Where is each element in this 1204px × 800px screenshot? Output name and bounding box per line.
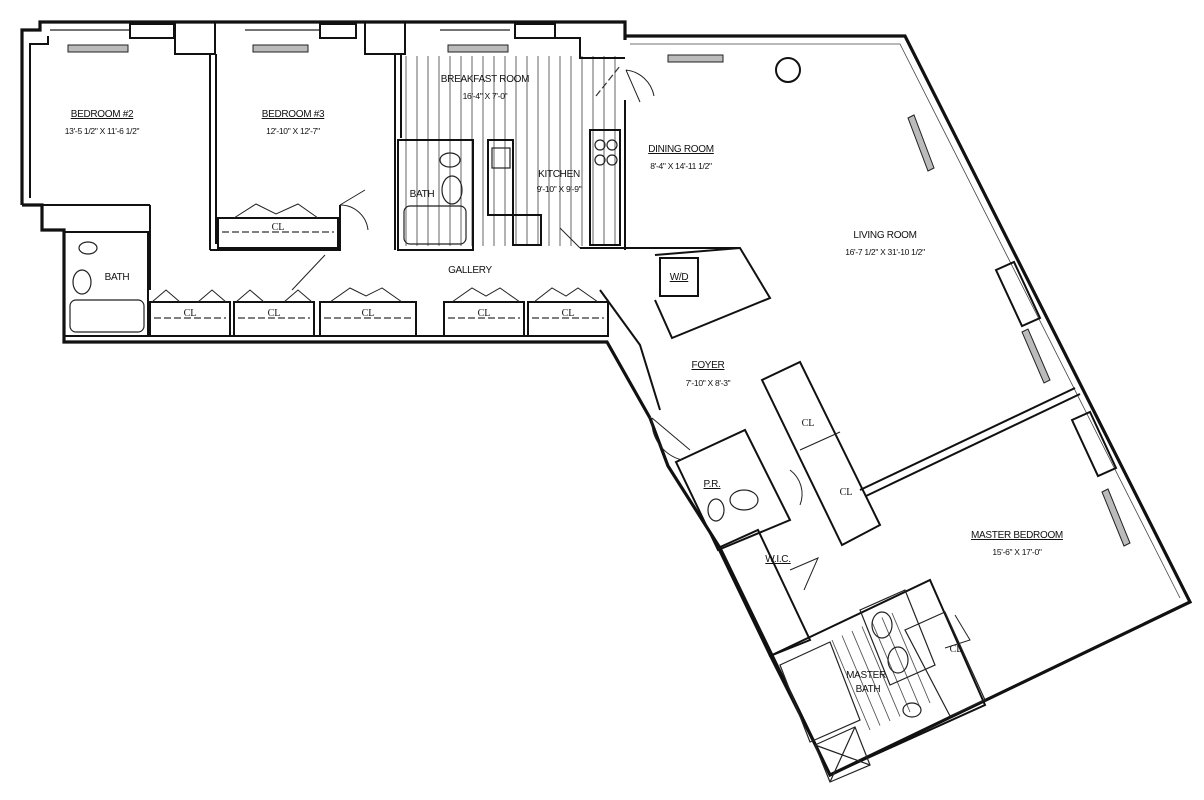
room-name-kitchen: KITCHEN [538,169,580,180]
label-closet: CL [272,222,285,233]
label-closet: CL [840,487,853,498]
floor-stripe [831,639,871,731]
label-bath-hall: BATH [410,189,435,200]
windows [50,21,1131,547]
label-closet: CL [478,308,491,319]
label-powder-room: P.R. [704,479,721,490]
label-closet: CL [950,644,963,655]
label-closet: CL [268,308,281,319]
room-dim-kitchen: 9'-10" X 9'-9" [537,184,582,194]
room-dim-master: 15'-6" X 17'-0" [992,547,1041,557]
label-wic: W.I.C. [765,554,790,565]
room-name-bedroom3: BEDROOM #3 [262,109,325,120]
gallery-closets [149,203,609,337]
room-dim-bedroom2: 13'-5 1/2" X 11'-6 1/2" [65,126,140,136]
label-bath-left: BATH [105,272,130,283]
room-name-dining: DINING ROOM [648,144,714,155]
room-name-bedroom2: BEDROOM #2 [71,109,134,120]
label-closet: CL [802,418,815,429]
label-wd: W/D [670,272,689,283]
interior-walls [22,54,1081,783]
master-bath-floor-pattern [831,612,931,731]
room-name-living: LIVING ROOM [853,230,916,241]
floor-stripe [881,617,921,708]
room-name-breakfast: BREAKFAST ROOM [441,74,529,85]
label-closet: CL [562,308,575,319]
floor-stripe [871,621,911,713]
fixtures [69,57,922,718]
room-dim-bedroom3: 12'-10" X 12'-7" [266,126,320,136]
room-dim-breakfast: 16'-4" X 7'-0" [463,91,508,101]
room-dim-living: 16'-7 1/2" X 31'-10 1/2" [845,247,925,257]
room-name-master: MASTER BEDROOM [971,530,1063,541]
label-closet: CL [184,308,197,319]
label-master-bath-2: BATH [856,684,881,695]
exterior-walls [20,20,1193,778]
floor-stripe [841,635,881,726]
label-gallery: GALLERY [448,265,492,276]
room-name-foyer: FOYER [692,360,725,371]
room-labels: BEDROOM #2 13'-5 1/2" X 11'-6 1/2" BEDRO… [65,74,1064,695]
label-master-bath-1: MASTER [846,670,886,681]
label-closet: CL [362,308,375,319]
floor-stripe [851,630,891,722]
floor-stripe [861,626,901,717]
floor-stripe [891,612,931,704]
doors [291,65,971,649]
room-dim-dining: 8'-4" X 14'-11 1/2" [650,161,712,171]
room-dim-foyer: 7'-10" X 8'-3" [686,378,731,388]
